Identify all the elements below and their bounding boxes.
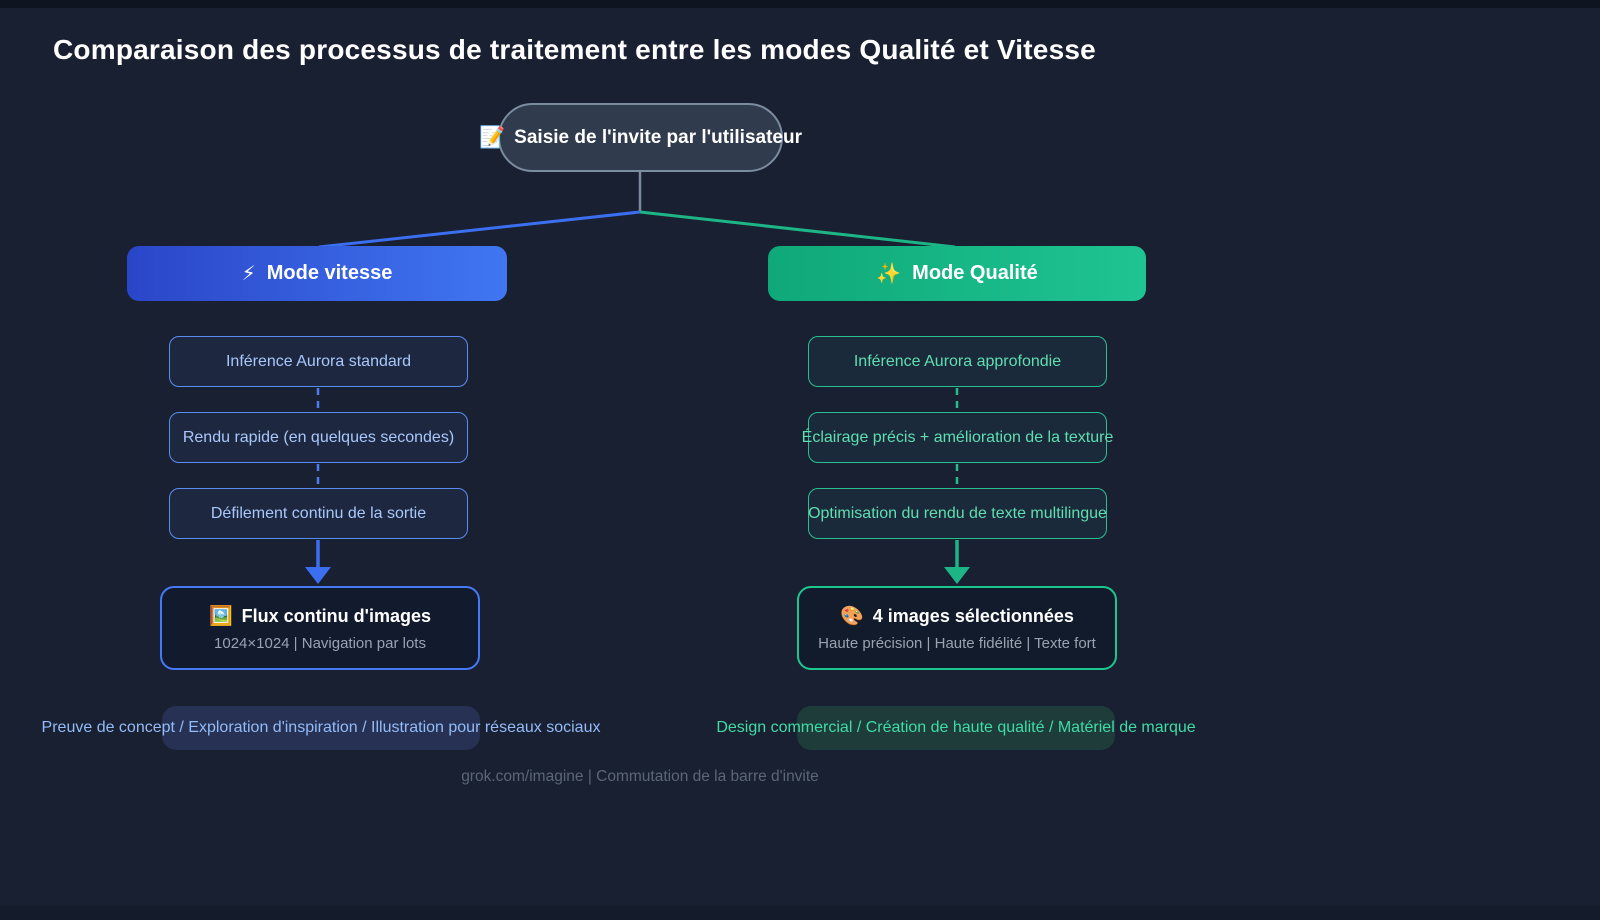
node-quality-step-3: Optimisation du rendu de texte multiling… [808,488,1107,539]
quality-result-title-row: 🎨 4 images sélectionnées [840,604,1074,628]
node-quality-step-2: Éclairage précis + amélioration de la te… [802,412,1113,463]
quality-step-2-label: Éclairage précis + amélioration de la te… [801,428,1114,446]
speed-result-arrowhead [305,567,331,584]
quality-mode-label: Mode Qualité [912,262,1038,284]
node-quality-result: 🎨 4 images sélectionnées Haute précision… [797,586,1117,670]
palette-icon: 🎨 [840,606,864,627]
link-to-quality-mode [639,210,956,249]
root-label-text: Saisie de l'invite par l'utilisateur [514,126,802,148]
speed-mode-label: Mode vitesse [266,262,393,284]
node-user-prompt-input: 📝 Saisie de l'invite par l'utilisateur [479,103,802,172]
node-speed-step-3: Défilement continu de la sortie [169,488,468,539]
link-to-speed-mode [318,210,641,249]
node-speed-mode: ⚡ Mode vitesse [127,246,507,301]
framed-picture-icon: 🖼️ [209,606,233,627]
speed-use-cases-pill: Preuve de concept / Exploration d'inspir… [42,706,600,750]
quality-result-arrowhead [944,567,970,584]
speed-result-title: Flux continu d'images [241,605,431,626]
speed-step-3-label: Défilement continu de la sortie [210,504,427,522]
node-speed-step-1: Inférence Aurora standard [169,336,468,387]
sparkles-icon: ✨ [876,263,902,285]
quality-step-1-label: Inférence Aurora approfondie [853,352,1062,370]
quality-step-3-label: Optimisation du rendu de texte multiling… [808,504,1107,522]
speed-result-title-row: 🖼️ Flux continu d'images [209,604,431,628]
node-quality-mode: ✨ Mode Qualité [768,246,1146,301]
speed-result-subtitle: 1024×1024 | Navigation par lots [214,635,426,652]
memo-icon: 📝 [479,125,506,149]
speed-use-cases-text: Preuve de concept / Exploration d'inspir… [41,719,601,736]
node-speed-step-2: Rendu rapide (en quelques secondes) [169,412,468,463]
quality-result-title: 4 images sélectionnées [872,605,1074,626]
node-speed-result: 🖼️ Flux continu d'images 1024×1024 | Nav… [160,586,480,670]
speed-step-1-label: Inférence Aurora standard [225,352,411,370]
quality-use-cases-text: Design commercial / Création de haute qu… [716,719,1196,736]
node-quality-step-1: Inférence Aurora approfondie [808,336,1107,387]
lightning-icon: ⚡ [241,263,256,285]
speed-step-2-label: Rendu rapide (en quelques secondes) [182,428,455,446]
quality-result-subtitle: Haute précision | Haute fidélité | Texte… [818,635,1096,652]
footer-caption: grok.com/imagine | Commutation de la bar… [461,768,819,785]
node-user-prompt-label: 📝 Saisie de l'invite par l'utilisateur [479,126,802,150]
quality-use-cases-pill: Design commercial / Création de haute qu… [716,706,1196,750]
page-title: Comparaison des processus de traitement … [53,34,1096,65]
